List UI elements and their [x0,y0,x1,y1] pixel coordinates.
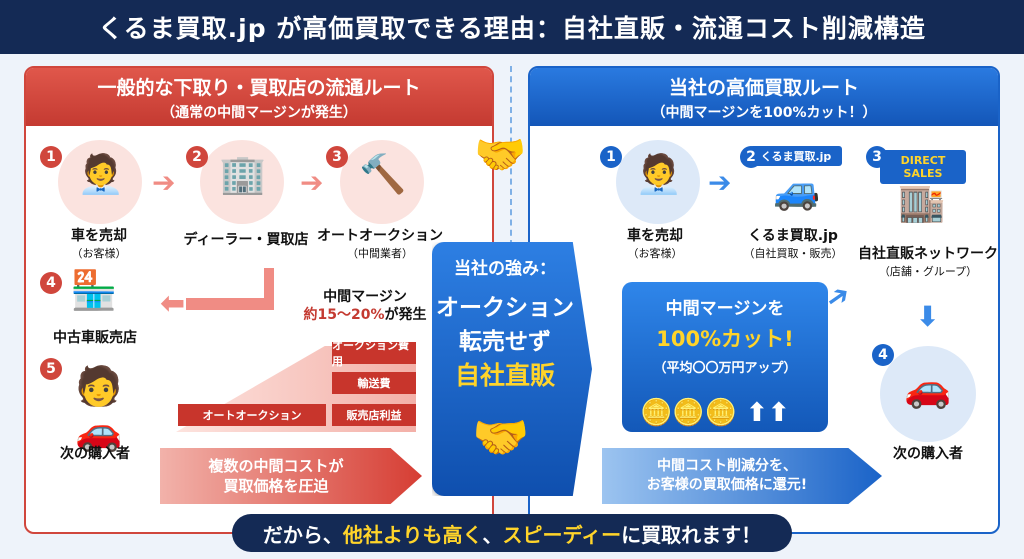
cost-auto-auction: オートオークション [178,404,326,426]
right-step2-label: くるま買取.jp（自社買取・販売） [743,228,843,260]
left-step-number: 5 [40,358,62,380]
handshake-car-icon: 🤝 [474,130,527,179]
right-step3-label: 自社直販ネットワーク（店舗・グループ） [858,246,998,278]
strength-line2: 転売せず [459,329,551,355]
cut-line3: （平均〇〇万円アップ） [653,361,797,376]
kuruma-shop-sign: くるま買取.jp [750,146,842,166]
direct-store-icon: 🏬 [898,180,946,224]
shop-car-icon: 🚙 [773,168,821,212]
left-step4-label: 中古車販売店 [53,330,137,346]
right-step-number: 3 [866,146,888,168]
rstep4-bg [880,346,976,442]
rstep1-bg [616,140,700,224]
left-step-number: 4 [40,272,62,294]
traditional-route-header: 一般的な下取り・買取店の流通ルート （通常の中間マージンが発生） [26,68,492,126]
right-step1-label: 車を売却（お客様） [627,228,683,260]
cut-line1: 中間マージンを [665,299,785,319]
strength-line1: オークション [436,295,574,321]
footer-banner: だから、他社よりも高く、スピーディーに買取れます！ [232,514,792,552]
page-title: くるま買取.jp が高価買取できる理由：自社直販・流通コスト削減構造 [0,0,1024,54]
step1-bg [58,140,142,224]
dealer-building-icon: 🏢 [219,152,267,196]
company-route-header: 当社の高価買取ルート （中間マージンを100%カット！） [530,68,998,126]
customer-person-icon: 🧑‍💼 [635,152,683,196]
arrow-right-icon: ➔ [152,166,176,199]
step2-bg [200,140,284,224]
traditional-route-subtitle: （通常の中間マージンが発生） [161,104,357,121]
traditional-route-title: 一般的な下取り・買取店の流通ルート [97,76,421,99]
coins-icon: 🪙🪙🪙 ⬆⬆ [640,398,790,428]
left-step3-label: オートオークション（中間業者） [317,228,443,260]
cut-line2: 100%カット! [656,327,794,351]
price-return-banner: 中間コスト削減分を、 お客様の買取価格に還元! [602,448,882,504]
left-step2-label: ディーラー・買取店 [183,232,309,248]
left-step5-label: 次の購入者 [60,446,130,462]
used-car-shop-icon: 🏪 [70,268,118,312]
right-step-number: 4 [872,344,894,366]
center-divider [510,66,512,246]
buyer-with-car-icon: 🧑🚗 [75,364,123,453]
customer-person-icon: 🧑‍💼 [77,152,125,196]
handshake-icon: 🤝 [472,410,530,464]
flow-connector [264,268,274,304]
arrow-right-icon: ➔ [708,166,732,199]
right-step4-label: 次の購入者 [893,446,963,462]
cost-pressure-banner: 複数の中間コストが 買取価格を圧迫 [160,448,422,504]
left-step1-label: 車を売却（お客様） [71,228,127,260]
cost-transport: 輸送費 [332,372,416,394]
arrow-left-icon: ⬅ [160,286,186,321]
arrow-right-icon: ➔ [300,166,324,199]
company-route-subtitle: （中間マージンを100%カット！） [651,104,877,121]
company-route-title: 当社の高価買取ルート [668,76,859,99]
margin-note: 中間マージン 約15〜20%が発生 [303,289,427,323]
step3-bg [340,140,424,224]
cost-auction-fee: オークション費用 [332,339,416,368]
left-step-number: 2 [186,146,208,168]
auction-gavel-icon: 🔨 [359,152,407,196]
margin-cut-box: 中間マージンを 100%カット! （平均〇〇万円アップ） 🪙🪙🪙 ⬆⬆ [622,282,828,432]
arrow-down-icon: ⬇ [916,300,940,333]
right-step-number: 1 [600,146,622,168]
left-step-number: 1 [40,146,62,168]
left-step-number: 3 [326,146,348,168]
strength-line3: 自社直販 [454,361,555,390]
flow-connector [186,298,274,310]
cost-dealer-profit: 販売店利益 [332,404,416,426]
strength-box: 当社の強み： オークション 転売せず 自社直販 🤝 [432,242,592,496]
buyer-car-icon: 🚗 [904,366,952,410]
right-step-number: 2 [740,146,762,168]
strength-heading: 当社の強み： [454,259,556,279]
